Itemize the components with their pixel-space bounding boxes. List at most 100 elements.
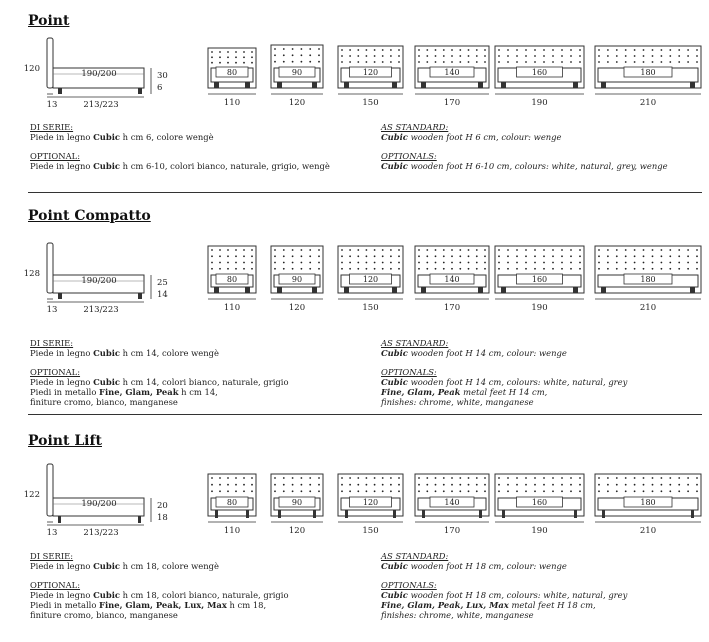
front-foot — [478, 287, 483, 293]
tufting-dot — [349, 261, 351, 264]
tufting-dot — [687, 55, 689, 57]
optional-text: finiture cromo, bianco, manganese — [30, 397, 289, 407]
front-width-label: 190 — [531, 526, 547, 536]
tufting-dot — [418, 49, 420, 51]
tufting-dot — [274, 54, 276, 57]
optional-text: Cubic wooden foot H 18 cm, colours: whit… — [381, 590, 627, 600]
tufting-dot — [251, 255, 253, 258]
front-foot — [214, 287, 219, 293]
tufting-dot — [696, 49, 698, 51]
tufting-dot — [357, 477, 360, 479]
tufting-dot — [607, 55, 609, 57]
tufting-dot — [318, 249, 320, 251]
tufting-dot — [475, 477, 478, 479]
tufting-dot — [669, 249, 672, 251]
tufting-dot — [633, 490, 636, 493]
front-foot — [573, 82, 578, 88]
tufting-dot — [459, 55, 462, 57]
tufting-dot — [534, 61, 536, 63]
section-title: Point Lift — [28, 433, 102, 449]
tufting-dot — [484, 477, 486, 479]
note-run: wooden foot H 14 cm, colour: wenge — [407, 348, 567, 358]
tufting-dot — [451, 49, 453, 51]
tufting-dot — [442, 267, 445, 270]
tufting-dot — [507, 267, 509, 270]
tufting-dot — [475, 255, 478, 258]
note-run: wooden foot H 6 cm, colour: wenge — [407, 132, 562, 142]
tufting-dot — [211, 249, 213, 251]
front-width-label: 170 — [444, 526, 460, 536]
tufting-dot — [251, 483, 253, 486]
tufting-dot — [624, 55, 627, 57]
standard-heading: DI SERIE: — [30, 338, 74, 348]
front-foot — [501, 82, 506, 88]
front-width-label: 210 — [640, 526, 656, 536]
side-frame — [52, 274, 145, 294]
tufting-dot — [624, 477, 627, 479]
tufting-dot — [373, 55, 376, 57]
standard-heading: DI SERIE: — [30, 122, 74, 132]
tufting-dot — [669, 261, 672, 264]
tufting-dot — [552, 483, 554, 486]
tufting-dot — [633, 261, 636, 264]
tufting-dot — [459, 483, 462, 486]
front-size-label: 160 — [532, 275, 547, 284]
tufting-dot — [251, 61, 253, 64]
spacer — [30, 358, 289, 367]
tufting-dot — [669, 490, 672, 493]
note-run: Cubic — [93, 561, 120, 571]
en-notes: AS STANDARD:Cubic wooden foot H 18 cm, c… — [381, 551, 627, 620]
side-dim-label: 14 — [157, 290, 168, 300]
optional-heading: OPTIONALS: — [381, 580, 437, 590]
tufting-dot — [357, 61, 360, 63]
tufting-dot — [381, 477, 384, 479]
front-size-label: 90 — [292, 275, 302, 284]
tufting-dot — [498, 483, 500, 486]
tufting-dot — [434, 61, 437, 63]
standard-heading: AS STANDARD: — [381, 338, 449, 348]
standard-text: Piede in legno Cubic h cm 18, colore wen… — [30, 561, 289, 571]
tufting-dot — [426, 261, 429, 264]
tufting-dot — [525, 249, 527, 251]
tufting-dot — [498, 249, 500, 251]
note-run: Piedi in metallo — [30, 600, 100, 610]
tufting-dot — [534, 477, 536, 479]
tufting-dot — [475, 267, 478, 270]
side-dim-label: 20 — [157, 501, 168, 511]
tufting-dot — [660, 477, 663, 479]
note-run: Piede in legno — [30, 348, 94, 358]
tufting-dot — [598, 490, 600, 493]
tufting-dot — [349, 267, 351, 270]
front-foot — [345, 510, 348, 518]
tufting-dot — [642, 255, 645, 258]
tufting-dot — [525, 61, 527, 63]
tufting-dot — [615, 255, 618, 258]
note-run: h cm 14, — [178, 387, 218, 397]
tufting-dot — [669, 267, 672, 270]
tufting-dot — [598, 255, 600, 258]
front-size-box — [516, 273, 563, 285]
tufting-dot — [498, 490, 500, 493]
tufting-dot — [211, 51, 213, 53]
tufting-dot — [211, 490, 213, 493]
tufting-dot — [552, 477, 554, 479]
front-size-box — [278, 273, 316, 285]
tufting-dot — [484, 61, 486, 63]
tufting-dot — [341, 61, 343, 63]
tufting-dot — [398, 55, 400, 57]
tufting-dot — [274, 48, 276, 50]
tufting-dot — [660, 55, 663, 57]
front-size-box — [278, 496, 316, 508]
side-length-label: 213/223 — [83, 305, 118, 315]
tufting-dot — [309, 249, 312, 251]
tufting-dot — [459, 255, 462, 258]
side-height-label: 120 — [24, 64, 40, 74]
it-notes: DI SERIE:Piede in legno Cubic h cm 14, c… — [30, 338, 289, 407]
tufting-dot — [498, 49, 500, 51]
tufting-dot — [607, 261, 609, 264]
tufting-dot — [570, 49, 572, 51]
tufting-dot — [484, 55, 486, 57]
